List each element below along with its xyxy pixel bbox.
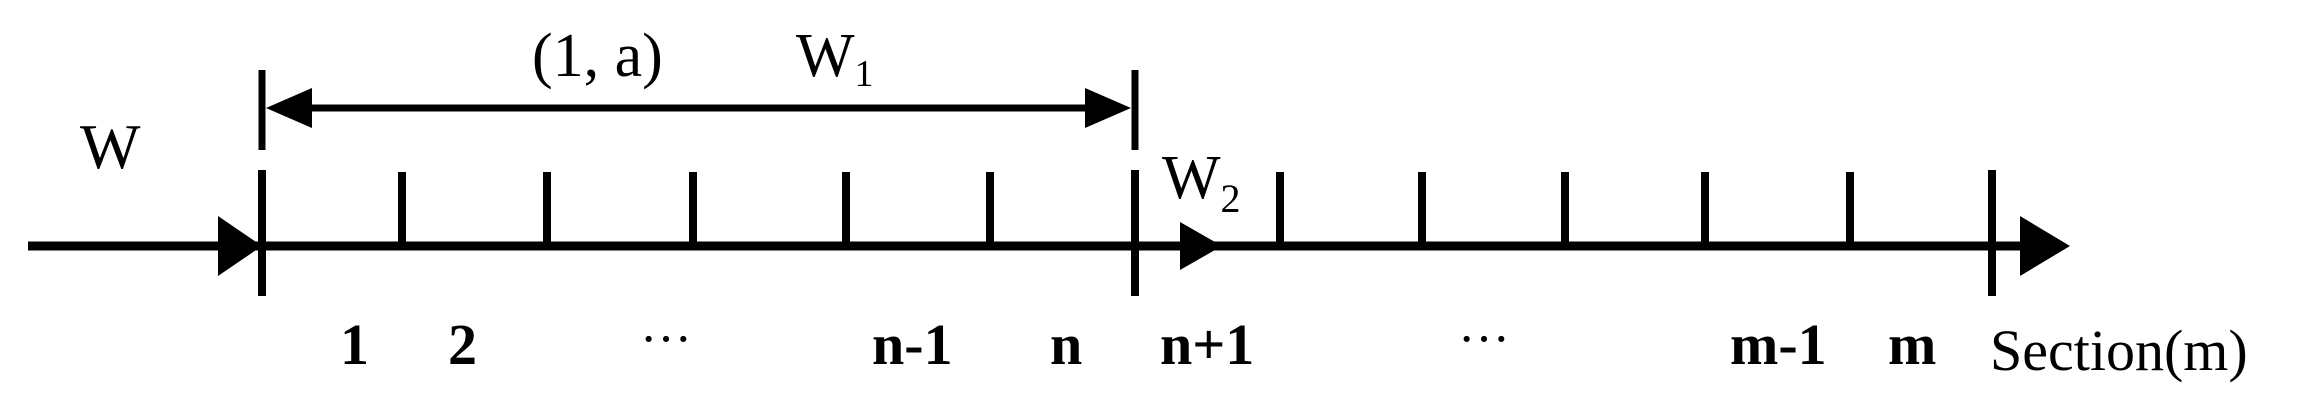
mid-arrowhead xyxy=(1180,222,1222,270)
w2-label: W2 xyxy=(1162,144,1241,221)
section-label-m: m xyxy=(1888,312,1936,377)
w1-arrowhead-right xyxy=(1085,88,1131,128)
section-label-n-plus-1: n+1 xyxy=(1160,312,1254,377)
section-label-n: n xyxy=(1050,312,1082,377)
interval-label: (1, a) xyxy=(532,22,663,90)
section-label-m-minus-1: m-1 xyxy=(1730,312,1827,377)
section-label-n-minus-1: n-1 xyxy=(872,312,953,377)
ellipsis-right: ··· xyxy=(1458,311,1510,368)
inflow-arrowhead xyxy=(218,216,262,276)
w1-label-sub: 1 xyxy=(855,53,874,95)
w1-label: W1 xyxy=(796,22,874,95)
section-ticks xyxy=(398,172,1854,246)
w1-label-base: W xyxy=(796,22,855,90)
section-label-1: 1 xyxy=(340,312,369,377)
w2-label-base: W xyxy=(1162,144,1221,212)
w2-label-sub: 2 xyxy=(1221,176,1241,221)
ellipsis-left: ··· xyxy=(640,311,692,368)
section-label-2: 2 xyxy=(448,312,477,377)
flow-in-label: W xyxy=(80,111,141,182)
axis-label: Section(m) xyxy=(1990,318,2248,383)
axis-arrowhead xyxy=(2020,216,2070,276)
w1-arrowhead-left xyxy=(266,88,312,128)
